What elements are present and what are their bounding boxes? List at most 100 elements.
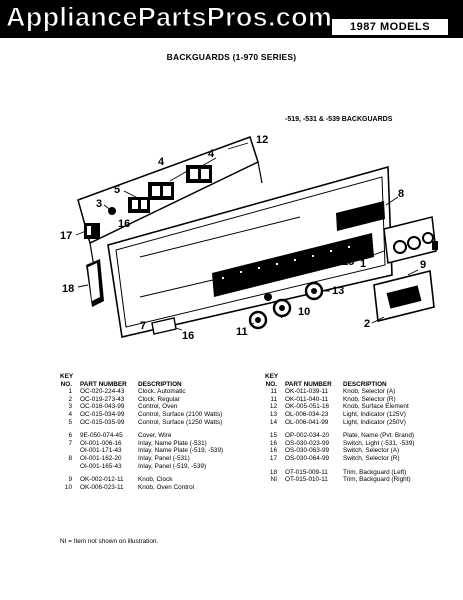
part-description: Cover, Wire bbox=[138, 432, 172, 440]
key-label: KEY bbox=[60, 373, 74, 380]
col-part-number-header-right: PART NUMBER bbox=[285, 380, 332, 388]
key-number bbox=[60, 463, 80, 471]
part-number: OT-015-009-11 bbox=[285, 468, 328, 476]
part-number: 9E-050-074-45 bbox=[80, 432, 123, 440]
table-row: 8 OI-001-162-20 Inlay, Panel (-531) bbox=[60, 455, 223, 463]
part-description: Switch, Light (-531, -539) bbox=[343, 439, 415, 447]
part-description: Trim, Backguard (Right) bbox=[343, 476, 411, 484]
part-number: OC-019-273-43 bbox=[80, 395, 125, 403]
key-number: 1 bbox=[68, 388, 72, 396]
part-description: Inlay, Panel (-531) bbox=[138, 454, 190, 462]
key-number: 3 bbox=[68, 403, 72, 411]
callout-1: 1 bbox=[360, 258, 366, 270]
part-description: Knob, Selector (R) bbox=[343, 395, 396, 403]
part-number: OC-015-035-99 bbox=[80, 418, 125, 426]
callout-3: 3 bbox=[96, 198, 102, 210]
part-description: Switch, Selector (R) bbox=[343, 454, 400, 462]
part-number: OP-002-034-20 bbox=[285, 432, 330, 440]
key-number: 11 bbox=[270, 395, 277, 403]
key-number: 15 bbox=[269, 432, 277, 440]
table-row: 18 OT-015-009-11 Trim, Backguard (Left) bbox=[265, 469, 414, 477]
inlay-panel bbox=[212, 233, 374, 297]
col-no-header-right: NO. bbox=[265, 380, 277, 388]
key-number bbox=[60, 447, 80, 455]
part-number: OK-006-023-11 bbox=[80, 483, 124, 491]
callout-5: 5 bbox=[114, 184, 120, 196]
watermark-text: AppliancePartsPros.com bbox=[5, 2, 333, 33]
part-description: Clock, Regular bbox=[138, 395, 180, 403]
part-number: OK-011-040-11 bbox=[285, 395, 329, 403]
part-description: Switch, Selector (A) bbox=[343, 447, 400, 455]
callout-8: 8 bbox=[398, 188, 404, 200]
part-number: OC-015-034-99 bbox=[80, 410, 125, 418]
col-part-number-header: PART NUMBER bbox=[80, 380, 127, 388]
key-number: 8 bbox=[68, 454, 72, 462]
key-number: 18 bbox=[269, 468, 277, 476]
backguard-panel bbox=[107, 165, 393, 338]
part-description: Inlay, Name Plate (-531) bbox=[138, 439, 207, 447]
part-number: OI-001-171-43 bbox=[80, 447, 122, 455]
key-number: 12 bbox=[269, 403, 277, 411]
watermark-banner: AppliancePartsPros.com 1987 MODELS bbox=[0, 0, 463, 38]
table-row: 11 OK-011-040-11 Knob, Selector (R) bbox=[265, 396, 414, 404]
key-number: 5 bbox=[68, 418, 72, 426]
part-description: Light, Indicator (250V) bbox=[343, 418, 406, 426]
part-description: Inlay, Panel (-519, -539) bbox=[138, 462, 207, 470]
part-description: Trim, Backguard (Left) bbox=[343, 468, 407, 476]
key-number: 7 bbox=[68, 439, 72, 447]
parts-header-row-right: NO. PART NUMBER DESCRIPTION bbox=[265, 381, 414, 389]
part-description: Knob, Clock bbox=[138, 476, 173, 484]
part-description: Control, Oven bbox=[138, 403, 178, 411]
callout-13: 15 bbox=[342, 256, 354, 268]
col-description-header-right: DESCRIPTION bbox=[343, 380, 387, 388]
callout-4b: 4 bbox=[158, 156, 165, 168]
part-number: OL-006-041-99 bbox=[285, 418, 329, 426]
callout-2: 2 bbox=[364, 318, 370, 330]
part-number: OC-020-224-43 bbox=[80, 388, 125, 396]
table-row: 6 9E-050-074-45 Cover, Wire bbox=[60, 432, 223, 440]
part-number: OK-011-039-11 bbox=[285, 388, 329, 396]
callout-17: 17 bbox=[60, 230, 72, 242]
part-number: OS-030-023-99 bbox=[285, 439, 330, 447]
parts-header-row: NO. PART NUMBER DESCRIPTION bbox=[60, 381, 223, 389]
callout-6: 12 bbox=[256, 134, 268, 146]
callout-10: 10 bbox=[298, 306, 310, 318]
indicator-light bbox=[319, 251, 325, 257]
key-number: 17 bbox=[269, 454, 277, 462]
key-number: 16 bbox=[269, 439, 277, 447]
key-number: 10 bbox=[64, 483, 72, 491]
key-number: 6 bbox=[68, 432, 72, 440]
part-number: OK-005-051-16 bbox=[285, 403, 330, 411]
part-description: Inlay, Name Plate (-519, -539) bbox=[138, 447, 224, 455]
table-row: 12 OK-005-051-16 Knob, Surface Element bbox=[265, 403, 414, 411]
part-number: OI-001-162-20 bbox=[80, 454, 122, 462]
knobs bbox=[248, 281, 324, 330]
part-number: OK-002-012-11 bbox=[80, 476, 124, 484]
display-window bbox=[336, 201, 385, 231]
table-row: 15 OP-002-034-20 Plate, Name (Pvt. Brand) bbox=[265, 432, 414, 440]
col-no-header: NO. bbox=[60, 380, 72, 388]
callout-4: 4 bbox=[208, 148, 215, 160]
part-description: Light, Indicator (125V) bbox=[343, 410, 406, 418]
exploded-parts-diagram: 12 4 4 5 3 16 17 18 8 1 9 2 13 15 10 11 … bbox=[60, 134, 438, 342]
key-label-right: KEY bbox=[265, 373, 279, 380]
part-description: Knob, Surface Element bbox=[343, 403, 409, 411]
part-number: OS-030-063-99 bbox=[285, 447, 330, 455]
key-number: 11 bbox=[270, 388, 277, 396]
models-label: 1987 MODELS bbox=[330, 17, 450, 37]
part-description: Plate, Name (Pvt. Brand) bbox=[343, 432, 415, 440]
callout-16: 16 bbox=[118, 218, 130, 230]
diagram-subtitle: -519, -531 & -539 BACKGUARDS bbox=[285, 116, 393, 123]
key-number: 13 bbox=[269, 410, 277, 418]
page-title: BACKGUARDS (1-970 SERIES) bbox=[166, 52, 297, 62]
callout-12: 13 bbox=[332, 285, 344, 297]
